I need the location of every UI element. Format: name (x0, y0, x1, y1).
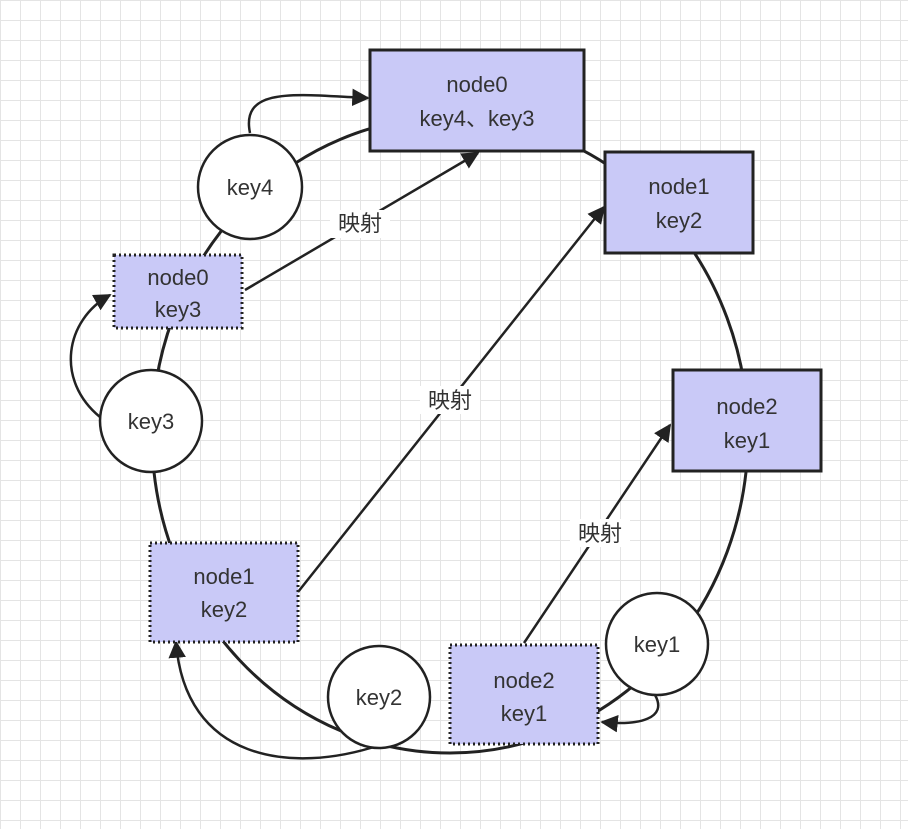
key4-label: key4 (227, 175, 273, 200)
physical-node0-name: node0 (446, 72, 507, 97)
virtual-node1-name: node1 (193, 564, 254, 589)
physical-node2-name: node2 (716, 394, 777, 419)
physical-node1-name: node1 (648, 174, 709, 199)
physical-node2: node2 key1 (671, 368, 823, 473)
physical-node2-keys: key1 (724, 428, 770, 453)
key3-label: key3 (128, 409, 174, 434)
physical-node1: node1 key2 (603, 150, 755, 255)
mapping-label-node0: 映射 (338, 211, 382, 236)
virtual-node1-keys: key2 (201, 597, 247, 622)
mapping-label-node2: 映射 (578, 521, 622, 546)
key2-label: key2 (356, 685, 402, 710)
virtual-node2: node2 key1 (448, 643, 600, 746)
physical-node0: node0 key4、key3 (368, 48, 586, 153)
key4-circle: key4 (196, 133, 304, 241)
key2-to-virtual-node1-arrow (168, 640, 381, 760)
virtual-node2-name: node2 (493, 668, 554, 693)
virtual-node0-keys: key3 (155, 297, 201, 322)
mapping-label-node1: 映射 (428, 388, 472, 413)
mapping-label-bg (570, 519, 630, 547)
mapping-label-bg (420, 386, 480, 414)
virtual-node1: node1 key2 (148, 541, 300, 644)
virtual-node2-keys: key1 (501, 701, 547, 726)
key1-circle: key1 (604, 591, 710, 697)
key3-to-virtual-node0-arrow (69, 293, 112, 418)
physical-node1-keys: key2 (656, 208, 702, 233)
key2-circle: key2 (326, 644, 432, 750)
physical-node0-keys: key4、key3 (420, 106, 535, 131)
key1-label: key1 (634, 632, 680, 657)
virtual-node0-name: node0 (147, 265, 208, 290)
virtual-node0: node0 key3 (112, 253, 244, 330)
key1-to-virtual-node2-arrow (600, 694, 660, 733)
mapping-label-bg (330, 210, 390, 238)
key4-to-node0-arrow (247, 88, 370, 134)
key3-circle: key3 (98, 368, 204, 474)
